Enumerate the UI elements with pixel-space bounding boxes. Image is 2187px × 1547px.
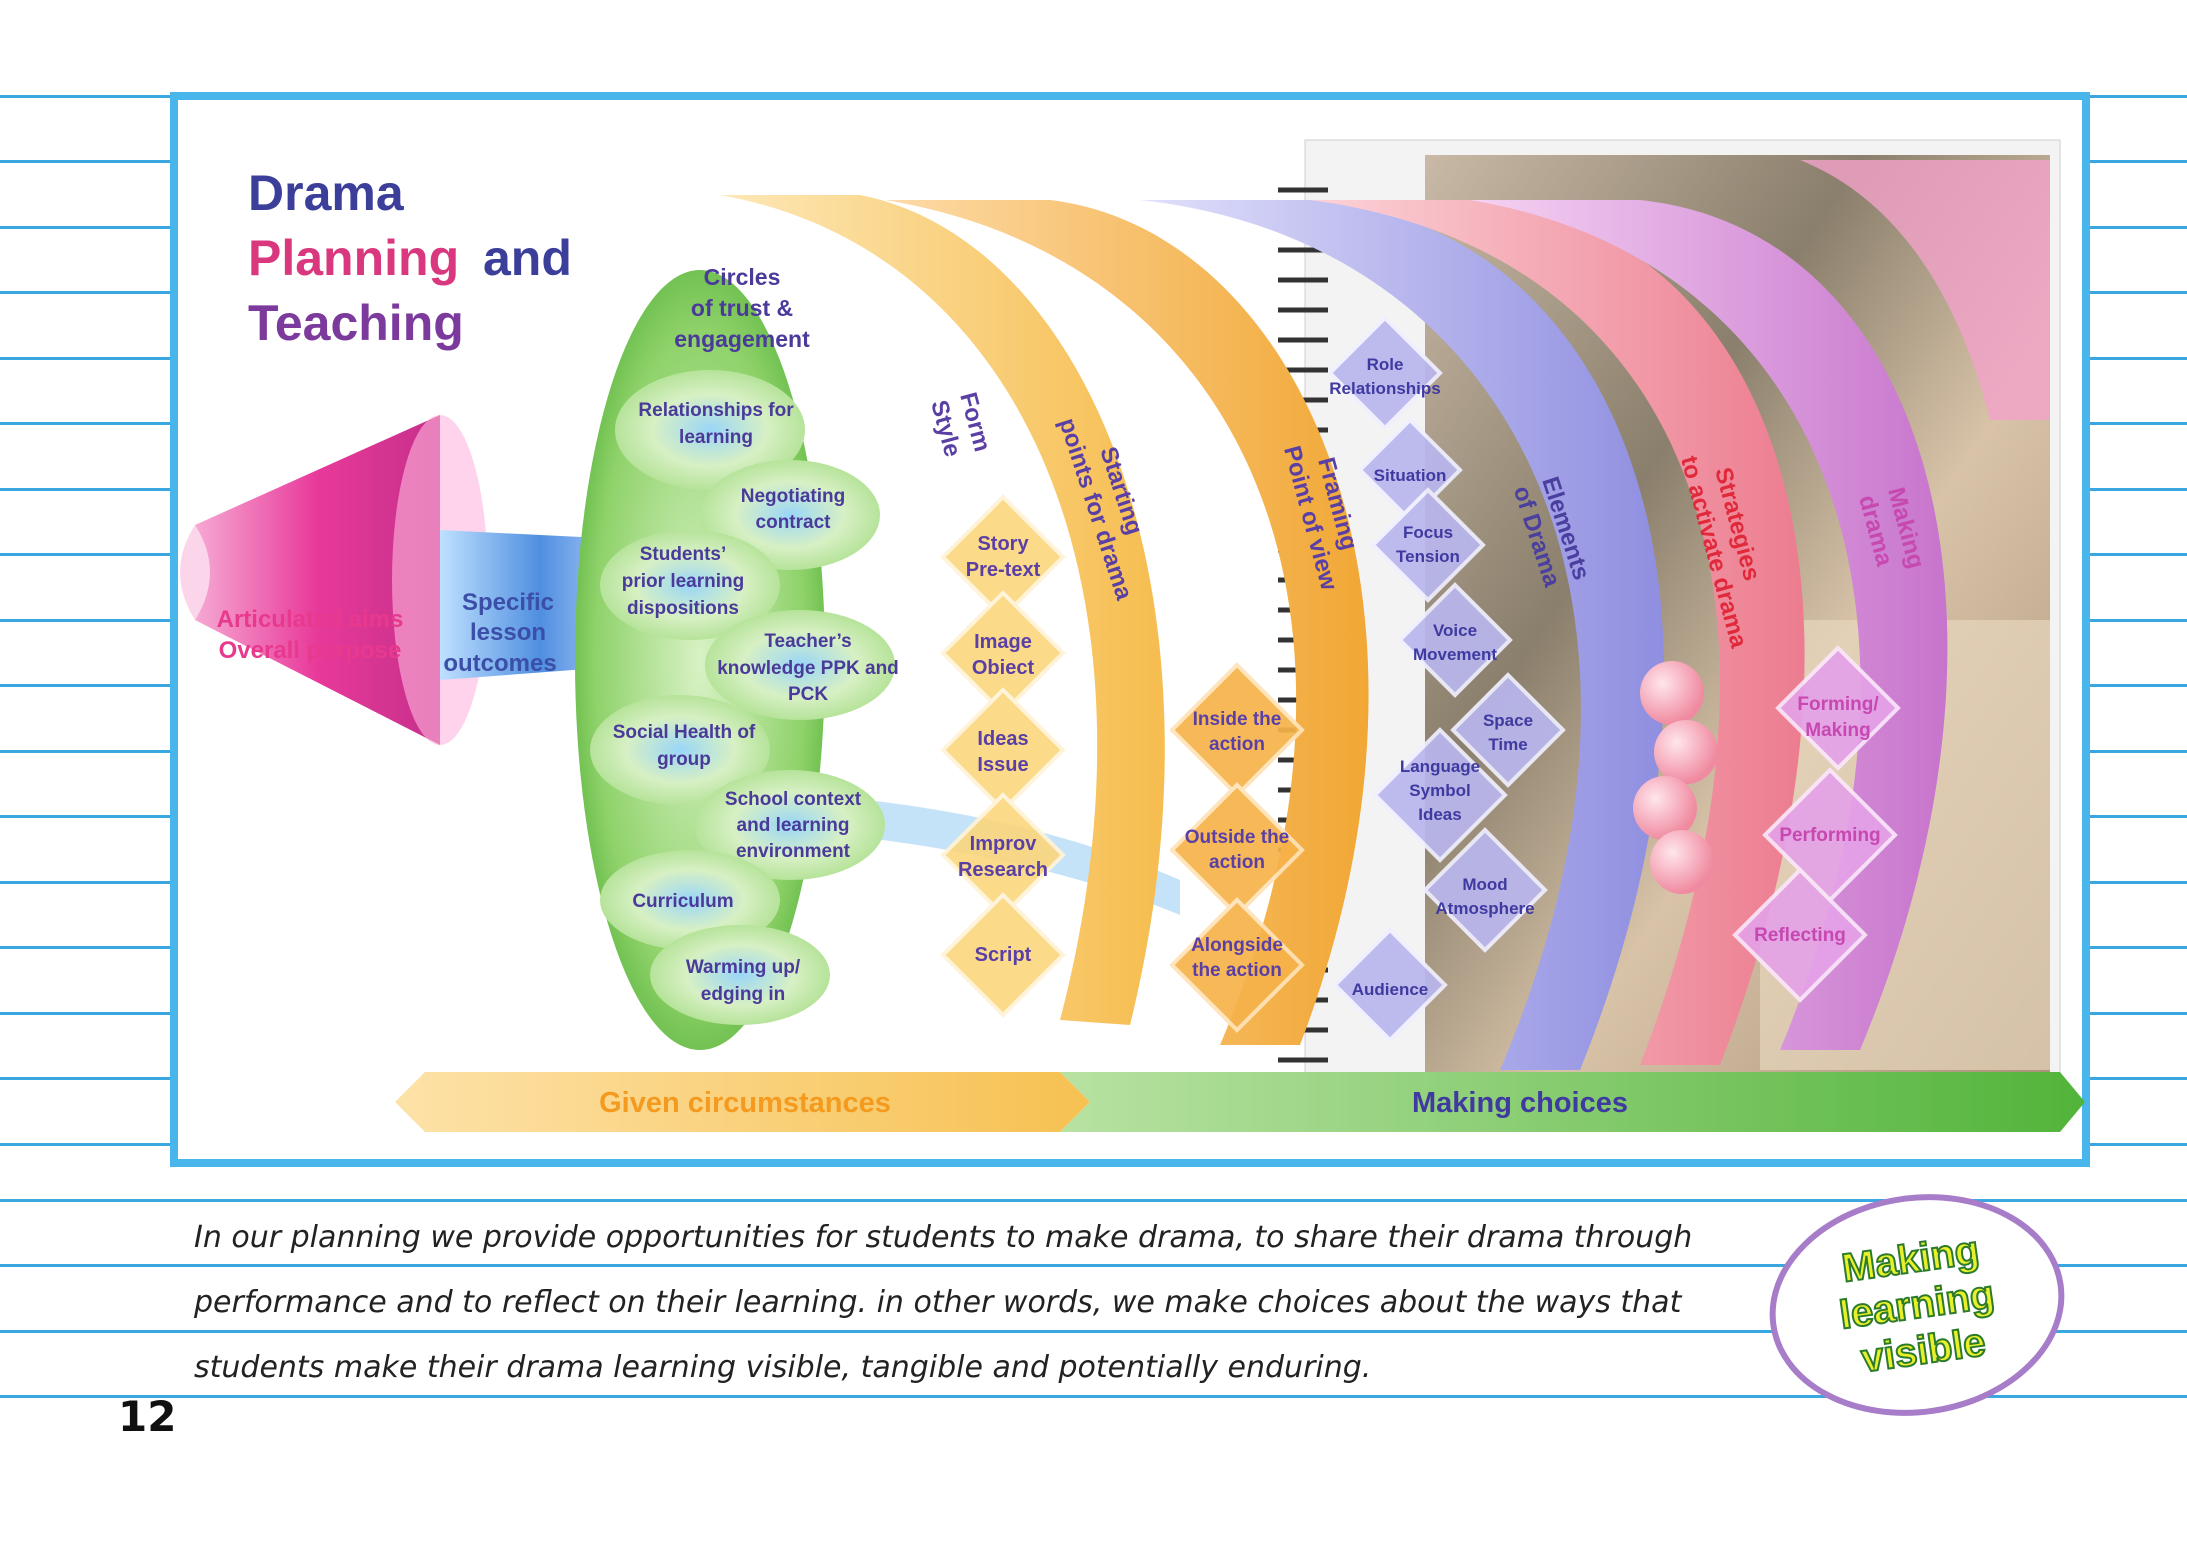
curriculum: Curriculum <box>632 891 733 912</box>
warming-2: edging in <box>701 984 785 1005</box>
caption-line-3: students make their drama learning visib… <box>194 1350 1371 1385</box>
el-movement: Movement <box>1413 645 1497 664</box>
fr-alongside-2: the action <box>1192 960 1282 981</box>
el-language: Language <box>1400 757 1480 776</box>
caption-line-2: performance and to reflect on their lear… <box>194 1285 1681 1320</box>
fr-inside-1: Inside the <box>1193 709 1282 730</box>
negotiating-2: contract <box>756 512 832 533</box>
el-audience: Audience <box>1352 980 1429 999</box>
social-1: Social Health of <box>613 722 756 743</box>
el-role-1: Role <box>1367 355 1404 374</box>
sp-improv-1: Improv <box>970 833 1038 855</box>
fr-outside-1: Outside the <box>1185 827 1290 848</box>
school-1: School context <box>725 789 862 810</box>
mk-reflecting: Reflecting <box>1754 925 1846 946</box>
circle-title-2: of trust & <box>691 295 793 321</box>
relationships-2: learning <box>679 427 753 448</box>
teacher-2: knowledge PPK and <box>717 658 899 679</box>
sp-image-1: Image <box>974 631 1032 653</box>
given-circumstances: Given circumstances <box>599 1087 891 1119</box>
social-2: group <box>657 749 711 770</box>
warming-1: Warming up/ <box>686 957 801 978</box>
school-2: and learning <box>737 815 850 836</box>
el-focus: Focus <box>1403 523 1453 542</box>
el-symbol: Symbol <box>1409 781 1470 800</box>
title-line-3: Teaching <box>248 295 464 351</box>
prior-1: Students’ <box>640 544 727 565</box>
el-role-2: Relationships <box>1329 379 1440 398</box>
teacher-1: Teacher’s <box>764 631 851 652</box>
sp-ideas-2: Issue <box>977 754 1028 776</box>
sp-script: Script <box>975 944 1032 966</box>
making-learning-visible-badge: Making learning visible <box>1759 1179 2076 1431</box>
outcomes-label-3: outcomes <box>443 650 556 677</box>
making-choices: Making choices <box>1412 1087 1628 1119</box>
title-line-2a: Planning <box>248 230 459 286</box>
outcomes-label-1: Specific <box>462 589 554 616</box>
el-mood: Mood <box>1462 875 1507 894</box>
school-3: environment <box>736 841 851 862</box>
aims-label-1: Articulated aims <box>217 606 404 633</box>
el-atmosphere: Atmosphere <box>1435 899 1534 918</box>
el-ideas: Ideas <box>1418 805 1461 824</box>
diagram-title: Drama Planning and Teaching <box>248 165 572 351</box>
page-number: 12 <box>118 1392 176 1441</box>
el-tension: Tension <box>1396 547 1460 566</box>
circle-title-1: Circles <box>704 264 781 290</box>
sp-story-2: Pre-text <box>966 559 1041 581</box>
mk-forming-2: Making <box>1805 720 1870 741</box>
prior-3: dispositions <box>627 598 739 619</box>
aims-label-2: Overall purpose <box>219 637 402 664</box>
sp-ideas-1: Ideas <box>977 728 1028 750</box>
fr-alongside-1: Alongside <box>1191 935 1283 956</box>
relationships-1: Relationships for <box>638 400 794 421</box>
caption-line-1: In our planning we provide opportunities… <box>194 1220 1692 1255</box>
outcomes-label-2: lesson <box>470 619 546 646</box>
title-line-1: Drama <box>248 165 405 221</box>
sp-image-2: Obiect <box>972 657 1035 679</box>
sp-story-1: Story <box>977 533 1029 555</box>
mk-forming-1: Forming/ <box>1797 694 1879 715</box>
el-voice: Voice <box>1433 621 1477 640</box>
el-situation: Situation <box>1374 466 1447 485</box>
sp-improv-2: Research <box>958 859 1048 881</box>
el-time: Time <box>1488 735 1527 754</box>
el-space: Space <box>1483 711 1533 730</box>
teacher-3: PCK <box>788 684 828 705</box>
negotiating-1: Negotiating <box>741 486 846 507</box>
fr-inside-2: action <box>1209 734 1265 755</box>
fr-outside-2: action <box>1209 852 1265 873</box>
mk-performing: Performing <box>1779 825 1880 846</box>
circle-title-3: engagement <box>674 326 810 352</box>
prior-2: prior learning <box>622 571 744 592</box>
title-line-2b: and <box>483 230 572 286</box>
